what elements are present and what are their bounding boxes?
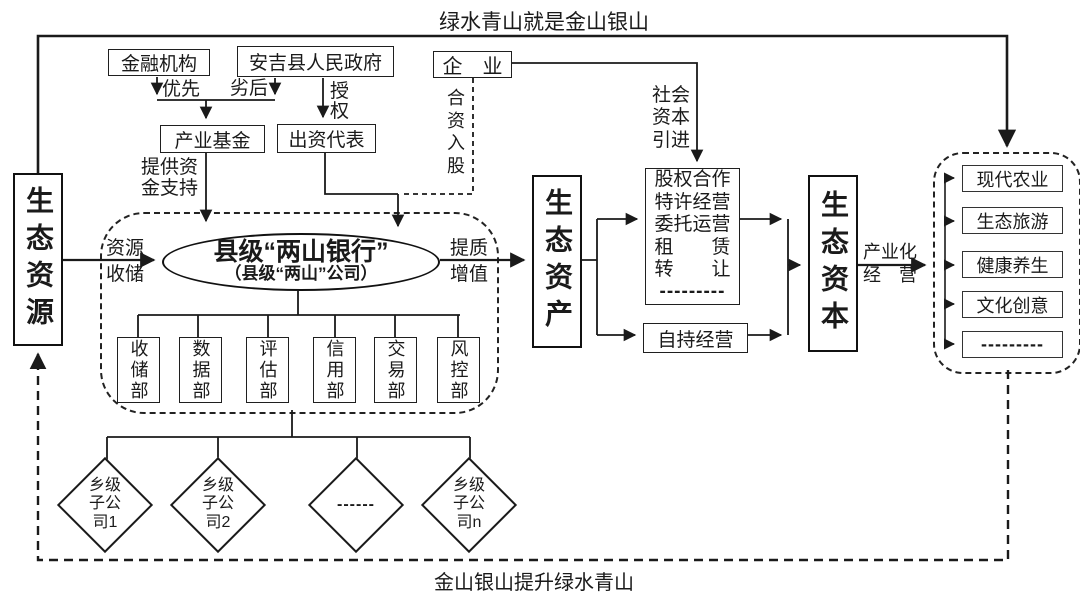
industry-modern-agriculture: 现代农业	[962, 165, 1063, 192]
label-subordinate: 劣后	[230, 78, 269, 99]
node-anji-government: 安吉县人民政府	[237, 46, 394, 77]
label-industrial-operation: 产业化 经 营	[863, 242, 917, 286]
dept-jiaoyi: 交易部	[374, 337, 417, 403]
label-priority: 优先	[162, 79, 201, 100]
dept-xinyong: 信用部	[313, 337, 356, 403]
label-provide-funding: 提供资 金支持	[141, 157, 199, 199]
node-eco-asset: 生态资产	[532, 175, 582, 348]
node-operation-modes: 股权合作 特许经营 委托运营 租 赁 转 让 ---------	[645, 168, 740, 305]
industry-eco-tourism: 生态旅游	[962, 207, 1063, 234]
dept-fengkong: 风控部	[437, 337, 480, 403]
subsidiary-n-label: 乡级 子公 司n	[452, 477, 485, 531]
node-two-mountains-bank: 县级“两山银行” （县级“两山”公司）	[162, 233, 440, 291]
bank-title: 县级“两山银行”	[213, 238, 389, 267]
subsidiary-1-label: 乡级 子公 司1	[88, 477, 121, 531]
node-investment-rep: 出资代表	[277, 124, 376, 153]
label-quality-increase: 提质 增值	[450, 238, 489, 285]
node-eco-capital: 生态资本	[808, 175, 858, 352]
label-social-capital: 社会 资本 引进	[652, 85, 691, 151]
industry-cultural-creative: 文化创意	[962, 291, 1063, 318]
industry-health-wellness: 健康养生	[962, 251, 1063, 278]
node-industry-fund: 产业基金	[160, 125, 265, 153]
industry-more-dashes: ---------	[962, 331, 1063, 358]
mode-line: 特许经营	[654, 191, 731, 213]
subsidiary-2-label: 乡级 子公 司2	[201, 477, 234, 531]
label-resource-storage: 资源 收储	[106, 238, 145, 285]
label-joint-investment: 合 资 入 股	[447, 88, 465, 176]
top-banner: 绿水青山就是金山银山	[439, 11, 649, 34]
dept-shouchu: 收储部	[117, 337, 160, 403]
node-financial-institution: 金融机构	[108, 49, 210, 76]
mode-line: 委托运营	[654, 214, 731, 236]
label-authorize: 授 权	[330, 81, 350, 122]
dept-pinggu: 评估部	[246, 337, 289, 403]
mode-line: 租 赁	[654, 236, 731, 258]
mode-line: 转 让	[654, 258, 731, 280]
mode-line: 股权合作	[654, 169, 731, 191]
node-self-operation: 自持经营	[643, 323, 748, 353]
bank-subtitle: （县级“两山”公司）	[224, 264, 378, 284]
subsidiary-etc-label: ------	[337, 496, 375, 513]
bank-group-container	[100, 212, 499, 414]
dept-shuju: 数据部	[179, 337, 222, 403]
node-eco-resource: 生态资源	[13, 173, 63, 346]
mode-line-dashes: ---------	[659, 281, 726, 303]
node-enterprise: 企 业	[433, 51, 512, 78]
bottom-banner: 金山银山提升绿水青山	[434, 572, 634, 594]
